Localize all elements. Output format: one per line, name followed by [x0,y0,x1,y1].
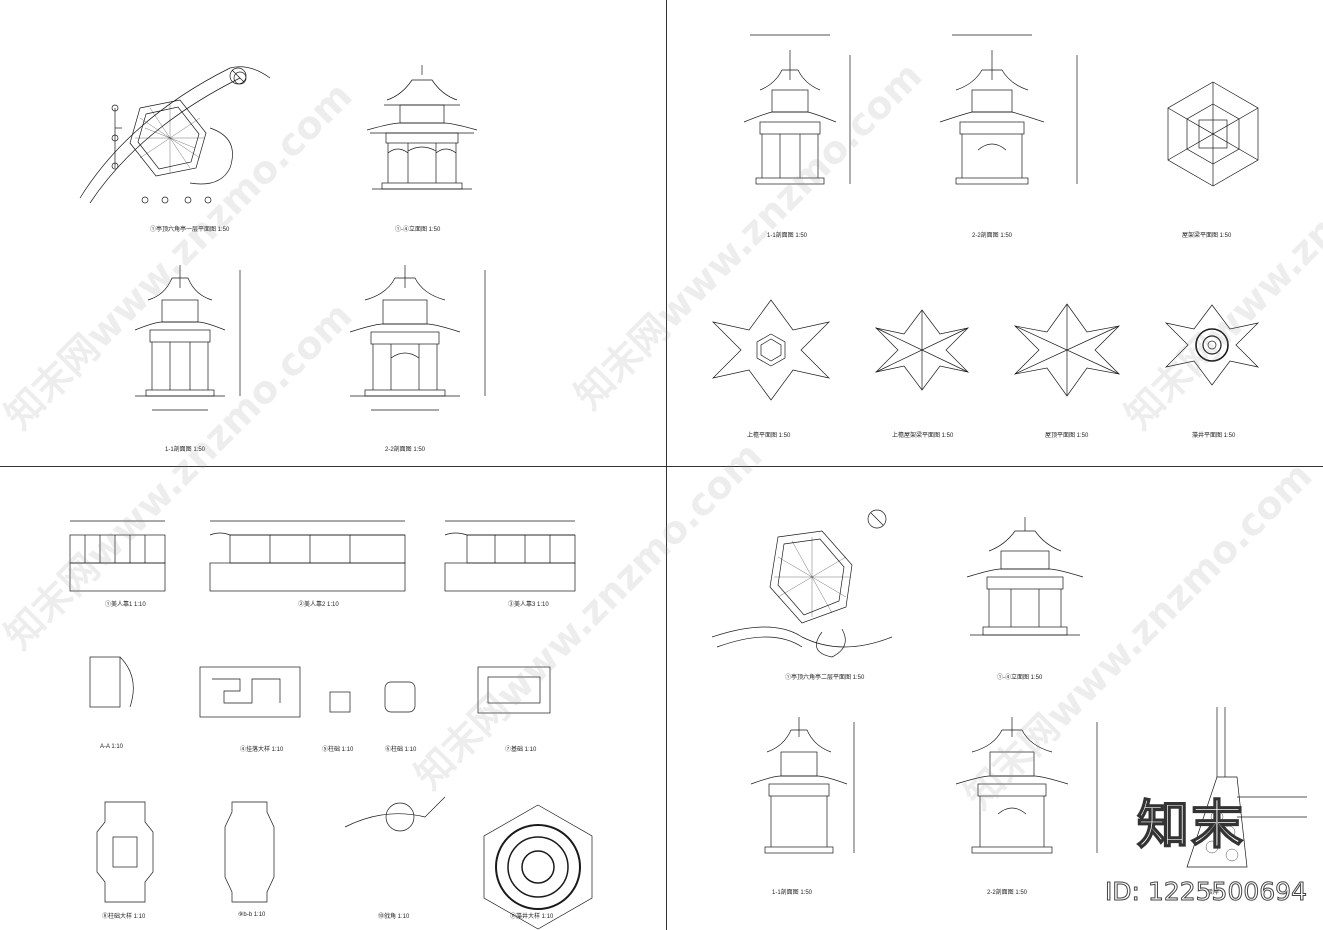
pavilion-section-2-2 [349,265,486,411]
caption-2-6: 藻井平面图 1:50 [1192,433,1236,439]
base-5 [329,691,351,713]
caption-3-6: ⑥柱础 1:10 [385,747,417,753]
caption-4-4: 驳岸 [1207,890,1220,896]
pavilion-plan-1 [79,66,271,204]
caption-2-1: 2-2剖面图 1:50 [972,233,1013,239]
caption-2-3: 上檐平面图 1:50 [747,433,791,439]
caption-4-2: 1-1剖面图 1:50 [772,890,813,896]
caption-3-3: A-A 1:10 [100,744,124,750]
section-4-1-1 [750,717,855,854]
revetment-detail [1186,707,1307,868]
base-6 [384,681,416,713]
sheet-top-left: ①亭顶六角亭一层平面图 1:50 ①-④立面图 1:50 1-1剖面图 1:50… [0,0,666,466]
sheet-bottom-right: ①亭顶六角亭二层平面图 1:50 ①-④立面图 1:50 1-1剖面图 1:50… [667,467,1323,930]
pavilion-section-1-1 [134,265,241,411]
caption-3-5: ⑤柱础 1:10 [322,747,354,753]
sheet-2-drawings [711,34,1260,401]
railing-1 [69,520,166,592]
section-2-1-1 [743,34,851,185]
brand-logo: 知末 [1136,795,1245,857]
roof-plan [1013,303,1121,397]
railing-3 [444,520,576,592]
caption-1-0: ①亭顶六角亭一层平面图 1:50 [150,227,230,233]
sheet-3-drawings [69,520,593,930]
caption-4-0: ①亭顶六角亭二层平面图 1:50 [785,675,865,681]
roof-beam-plan [1167,81,1259,187]
bb-detail [224,801,275,903]
sheet-bottom-left: ①美人靠1 1:10 ②美人靠2 1:10 ③美人靠3 1:10 A-A 1:1… [0,467,666,930]
caption-2-0: 1-1剖面图 1:50 [767,233,808,239]
caption-3-9: ⑨b-b 1:10 [238,912,266,918]
section-2-2-2 [939,34,1078,185]
caption-1-2: 1-1剖面图 1:50 [165,447,206,453]
caption-2-2: 屋架梁平面图 1:50 [1182,233,1232,239]
pavilion-elevation-1 [366,65,478,190]
caption-3-0: ①美人靠1 1:10 [105,602,146,608]
pavilion-elevation-2 [966,517,1084,636]
caption-2-4: 上檐屋架梁平面图 1:50 [892,433,954,439]
sheet-1-drawings [79,65,486,411]
id-label: ID: 1225500694 [1104,877,1307,907]
caption-3-2: ③美人靠3 1:10 [508,602,549,608]
vertical-divider [666,0,667,930]
pavilion-plan-2 [711,530,893,658]
caption-2-5: 屋顶平面图 1:50 [1045,433,1089,439]
horizontal-divider [0,466,1323,467]
north-arrow-2 [867,509,887,529]
caption-3-8: ⑧柱础大样 1:10 [102,914,146,920]
sheet-4-drawings [711,509,1307,868]
caption-3-1: ②美人靠2 1:10 [298,602,339,608]
caption-3-7: ⑦基础 1:10 [505,747,537,753]
corner-detail [344,796,446,832]
hanging-fascia [199,666,301,718]
detail-aa [89,656,134,708]
caption-1-1: ①-④立面图 1:50 [395,227,441,233]
caption-3-10: ⑩戗角 1:10 [378,914,410,920]
caisson-detail [483,804,593,930]
caisson-plan [1164,304,1260,386]
section-4-2-2 [955,717,1098,854]
caption-3-11: ⑪藻井大样 1:10 [510,914,554,920]
column-base-detail [96,801,154,903]
caption-4-3: 2-2剖面图 1:50 [987,890,1028,896]
foundation [477,666,551,714]
sheet-top-right: 1-1剖面图 1:50 2-2剖面图 1:50 屋架梁平面图 1:50 上檐平面… [667,0,1323,466]
upper-eave-plan [711,299,831,401]
caption-4-1: ①-④立面图 1:50 [997,675,1043,681]
caption-1-3: 2-2剖面图 1:50 [385,447,426,453]
railing-2 [209,520,406,592]
caption-3-4: ④挂落大样 1:10 [240,747,284,753]
north-arrow-1 [229,67,247,85]
upper-eave-beam-plan [874,309,970,391]
